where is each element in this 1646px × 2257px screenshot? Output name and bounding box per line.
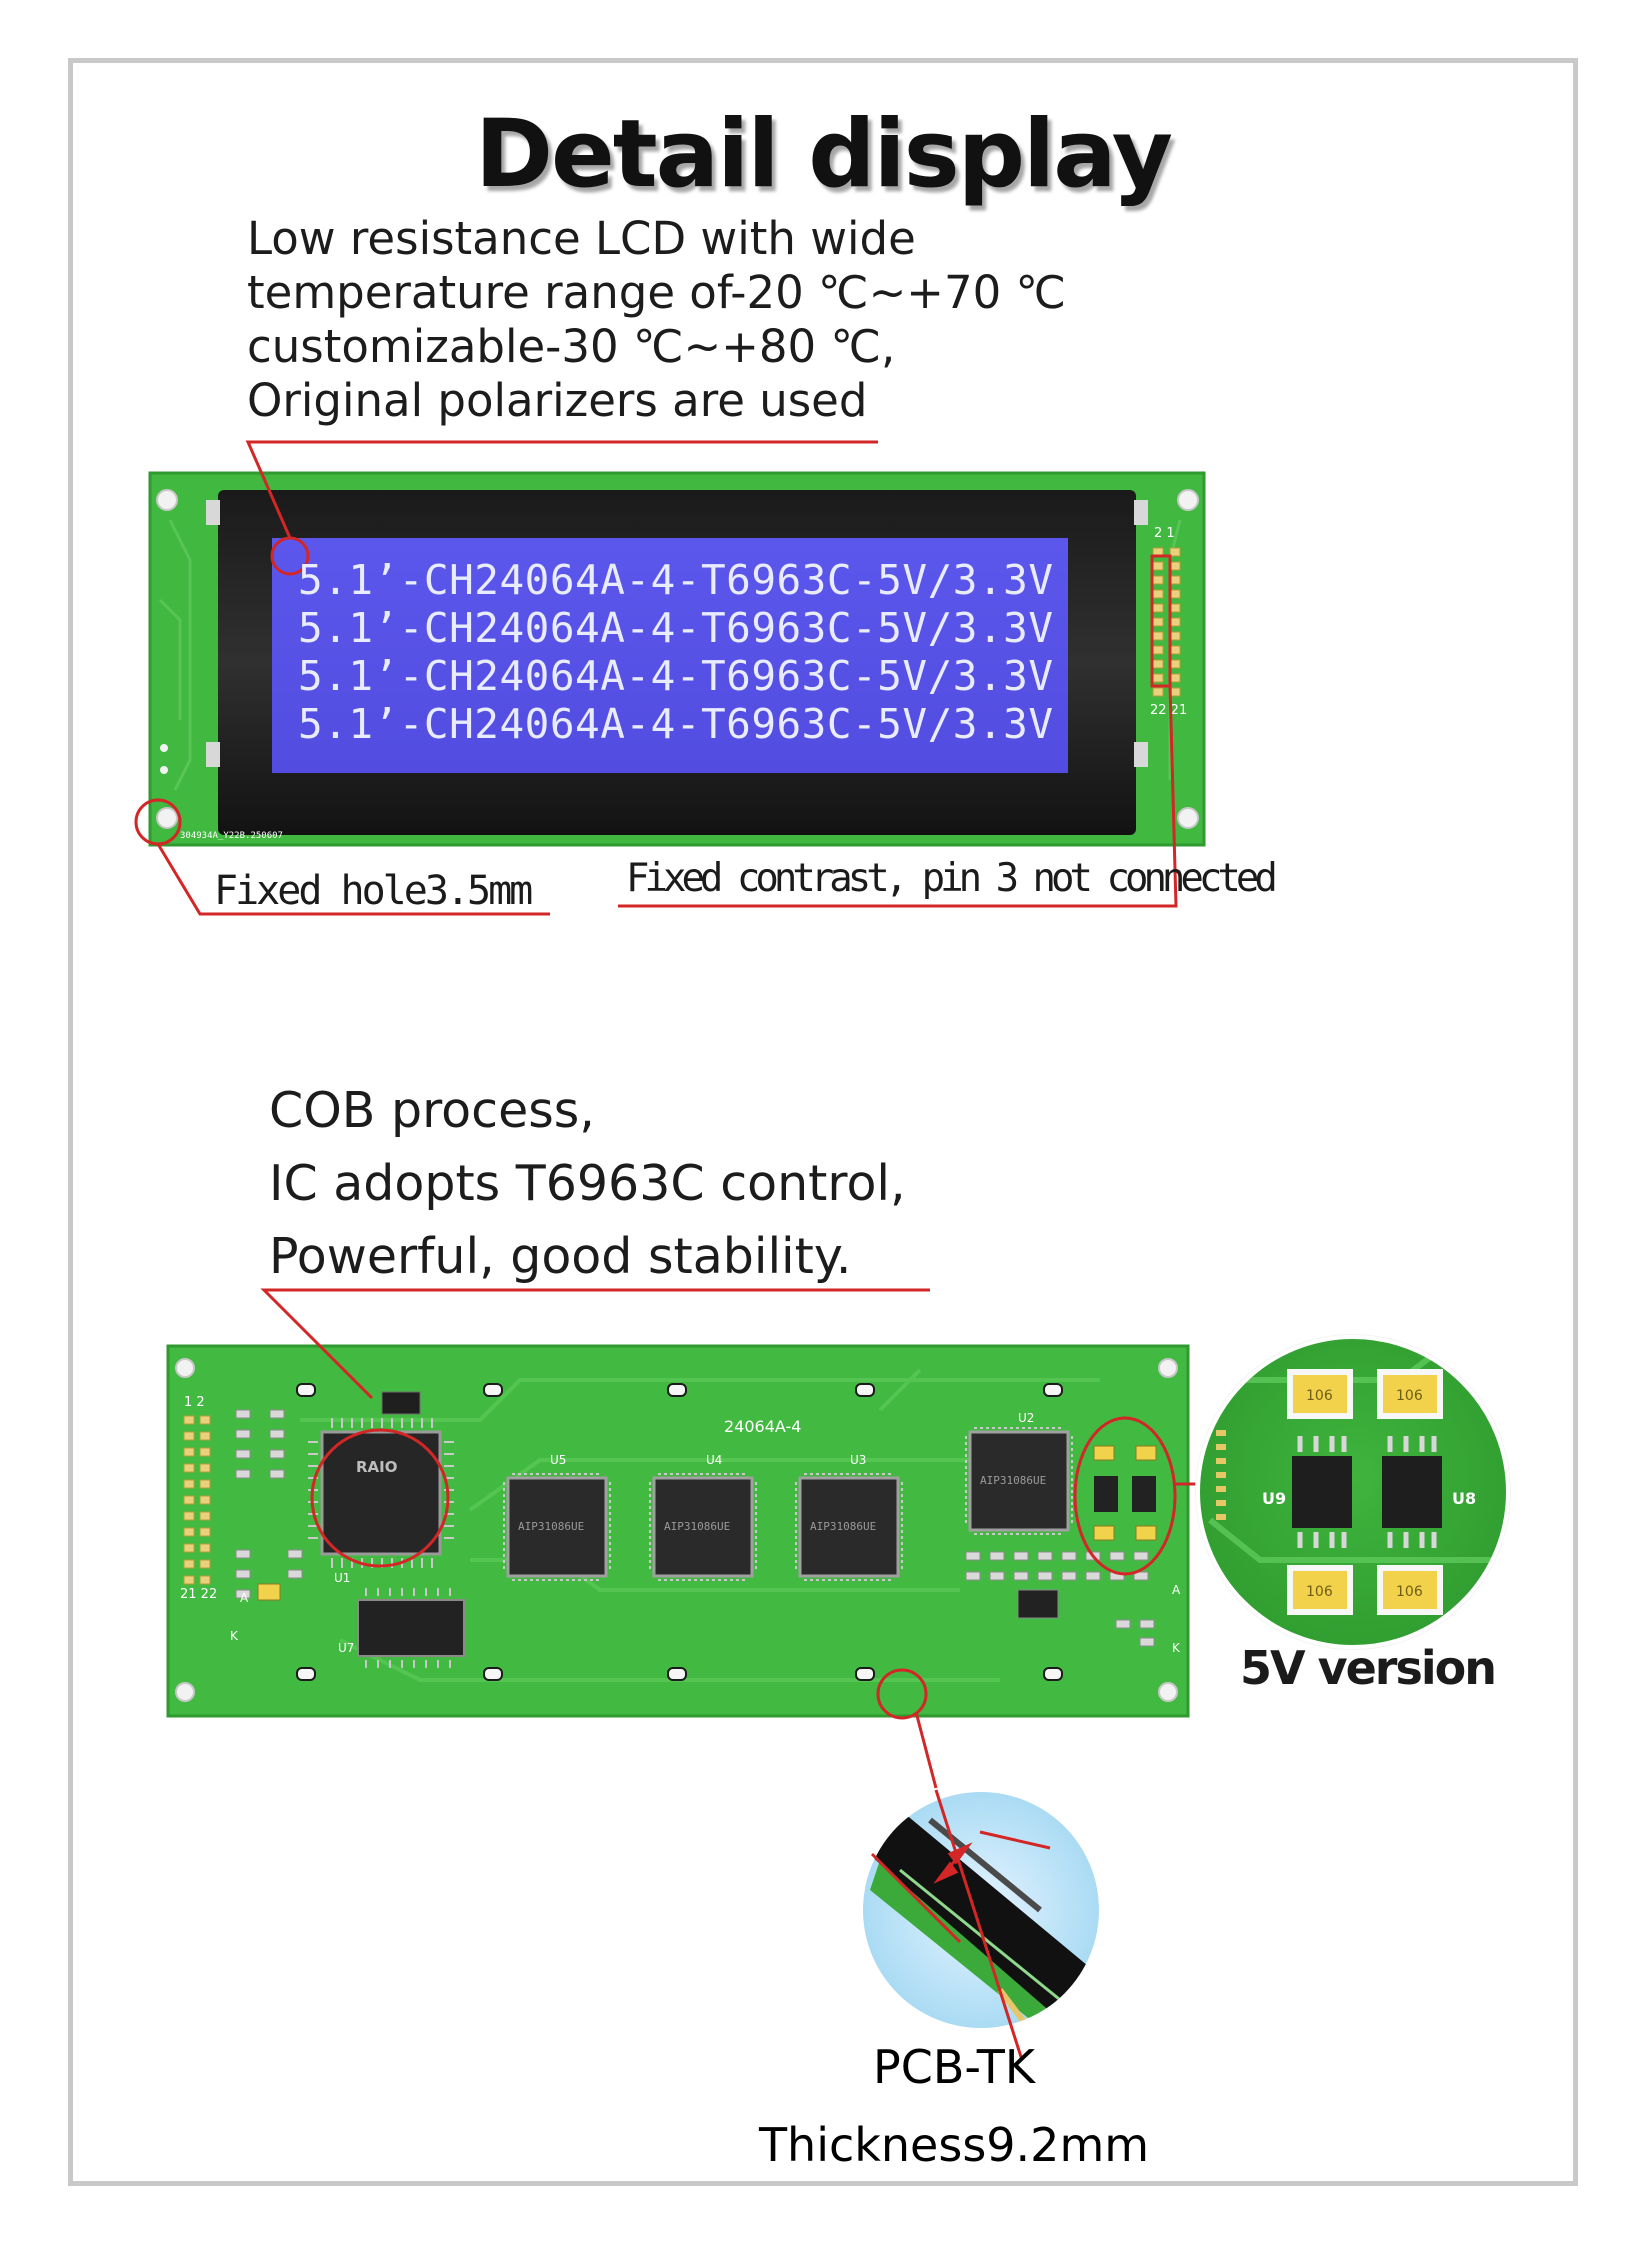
- ic-label-u4: U4: [706, 1453, 722, 1467]
- ic-u5: [506, 1476, 608, 1578]
- back-right-components: [965, 1551, 1155, 1647]
- ic-label-u2: U2: [1018, 1411, 1034, 1425]
- zoom-label-u9: U9: [1262, 1489, 1286, 1508]
- ic-label-u3: U3: [850, 1453, 866, 1467]
- zoom-detail-thickness: [863, 1789, 1099, 2061]
- back-pcb-section: 1 2 21 22 RAIO U1 U7 AIP31086UE AIP31086…: [166, 1288, 1511, 2061]
- callout-ellipse-5v: [1073, 1416, 1177, 1576]
- top-description-line: Low resistance LCD with wide: [247, 212, 916, 265]
- middle-description-line: IC adopts T6963C control,: [269, 1155, 906, 1212]
- label-thickness: Thickness9.2mm: [758, 2118, 1150, 2172]
- callout-box-contrast: [1150, 554, 1172, 688]
- front-pin-number-bottom: 22 21: [1150, 703, 1187, 718]
- ic-u1: [320, 1430, 442, 1556]
- zoom-cap-label: 106: [1306, 1584, 1333, 1600]
- callout-circle-tk: [876, 1668, 928, 1720]
- lcd-text-line: 5.1’-CH24064A-4-T6963C-5V/3.3V: [298, 556, 1054, 604]
- page-title: Detail display: [474, 100, 1173, 209]
- ic-label-u5: U5: [550, 1453, 566, 1467]
- back-pin-header: [183, 1415, 211, 1585]
- back-pcb-slots: [296, 1383, 1063, 1681]
- ic-label-u1: U1: [334, 1571, 350, 1585]
- front-callouts: [134, 440, 1178, 916]
- back-side-label-a-left: A: [240, 1591, 249, 1605]
- callout-circle-controller: [310, 1428, 450, 1568]
- front-mounting-holes: [156, 489, 1199, 829]
- back-pin-number-top: 1 2: [184, 1395, 205, 1410]
- back-side-label-k-left: K: [230, 1629, 239, 1643]
- back-side-label-k: K: [1172, 1641, 1181, 1655]
- label-fixed-hole: Fixed hole3.5mm: [214, 868, 533, 914]
- label-pcb-tk: PCB-TK: [872, 2040, 1036, 2094]
- chip-text: AIP31086UE: [664, 1520, 730, 1533]
- back-side-label-a: A: [1172, 1583, 1181, 1597]
- back-small-components: [235, 1409, 303, 1599]
- middle-description-line: COB process,: [269, 1082, 595, 1139]
- top-description: Low resistance LCD with wide temperature…: [247, 212, 1066, 428]
- ic-u1-brand: RAIO: [356, 1458, 398, 1476]
- chip-text: AIP31086UE: [810, 1520, 876, 1533]
- zoom-detail-5v: 106 106 106 106 U9 U8: [1195, 1334, 1511, 1650]
- zoom-label-u8: U8: [1452, 1489, 1476, 1508]
- front-pcb-serial: 304934A_Y22B.250607: [180, 831, 283, 841]
- chip-text: AIP31086UE: [980, 1474, 1046, 1487]
- front-lcd-module: 2 1 22 21 304934A_Y22B.250607: [134, 440, 1206, 916]
- front-pin-number-top: 2 1: [1154, 526, 1175, 541]
- back-callouts: [260, 1288, 1210, 1789]
- ic-u4: [652, 1476, 754, 1578]
- ic-u7: [357, 1599, 465, 1657]
- chip-text: AIP31086UE: [518, 1520, 584, 1533]
- ic-u3: [798, 1476, 900, 1578]
- label-fixed-contrast: Fixed contrast, pin 3 not connected: [626, 856, 1278, 901]
- middle-description: COB process, IC adopts T6963C control, P…: [269, 1074, 906, 1293]
- top-description-line: Original polarizers are used: [247, 374, 868, 427]
- zoom-cap-label: 106: [1396, 1388, 1423, 1404]
- lcd-text-line: 5.1’-CH24064A-4-T6963C-5V/3.3V: [298, 700, 1054, 748]
- zoom-cap-label: 106: [1396, 1584, 1423, 1600]
- label-5v-version: 5V version: [1240, 1641, 1497, 1695]
- middle-description-line: Powerful, good stability.: [269, 1228, 852, 1285]
- ic-u2: [968, 1430, 1070, 1532]
- top-description-line: customizable-30 ℃~+80 ℃,: [247, 320, 896, 373]
- back-pcb-model: 24064A-4: [724, 1417, 801, 1436]
- zoom-cap-label: 106: [1306, 1388, 1333, 1404]
- page-frame: [68, 58, 1578, 2186]
- top-description-line: temperature range of-20 ℃~+70 ℃: [247, 266, 1067, 319]
- lcd-text-line: 5.1’-CH24064A-4-T6963C-5V/3.3V: [298, 604, 1054, 652]
- ic-label-u7: U7: [338, 1641, 354, 1655]
- driver-chips: [506, 1430, 1070, 1578]
- back-mounting-holes: [175, 1358, 1178, 1702]
- lcd-screen: [272, 538, 1068, 773]
- lcd-text-line: 5.1’-CH24064A-4-T6963C-5V/3.3V: [298, 652, 1054, 700]
- front-pin-header: [1152, 547, 1181, 697]
- back-pin-number-bottom: 21 22: [180, 1587, 217, 1602]
